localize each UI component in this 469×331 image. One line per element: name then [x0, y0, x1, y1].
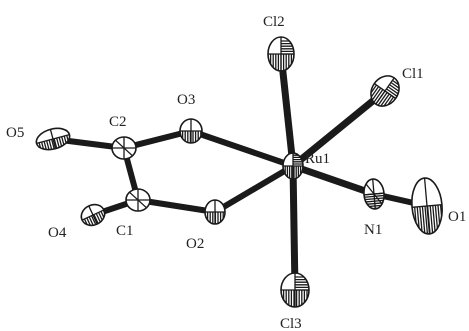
- atom-label-cl1: Cl1: [402, 66, 424, 82]
- atom-label-cl3: Cl3: [280, 316, 302, 331]
- atom-o1-ellipsoid: [411, 177, 444, 236]
- atom-o4-ellipsoid: [80, 203, 109, 230]
- atom-o5-ellipsoid: [35, 127, 73, 154]
- atom-label-o3: O3: [177, 92, 195, 108]
- atom-n1-ellipsoid: [363, 178, 386, 210]
- atom-label-n1: N1: [364, 222, 382, 238]
- atom-label-cl2: Cl2: [263, 14, 285, 30]
- atom-label-c2: C2: [109, 114, 127, 130]
- atom-cl2-ellipsoid: [267, 36, 295, 72]
- bond-ru1-n1: [289, 162, 378, 198]
- atom-o3-ellipsoid: [179, 118, 203, 144]
- atom-label-o4: O4: [48, 225, 67, 241]
- bond-o2-c1: [135, 197, 218, 215]
- atom-c1-ellipsoid: [125, 188, 151, 212]
- atom-cl3-ellipsoid: [280, 272, 310, 308]
- atom-label-c1: C1: [116, 223, 134, 239]
- atom-label-o5: O5: [6, 125, 24, 141]
- bond-ru1-o2: [212, 163, 296, 215]
- bond-ru1-cl2: [277, 50, 297, 170]
- atom-c2-ellipsoid: [111, 136, 137, 160]
- atom-o2-ellipsoid: [204, 199, 226, 225]
- bond-ru1-cl1: [289, 87, 389, 170]
- bond-ru1-cl3: [289, 162, 299, 294]
- atom-label-ru1: Ru1: [305, 151, 330, 167]
- atom-label-o2: O2: [186, 236, 204, 252]
- atom-layer: [35, 36, 444, 308]
- bond-ru1-o3: [188, 128, 296, 169]
- atom-ru1-ellipsoid: [282, 152, 304, 180]
- atom-label-o1: O1: [448, 209, 466, 225]
